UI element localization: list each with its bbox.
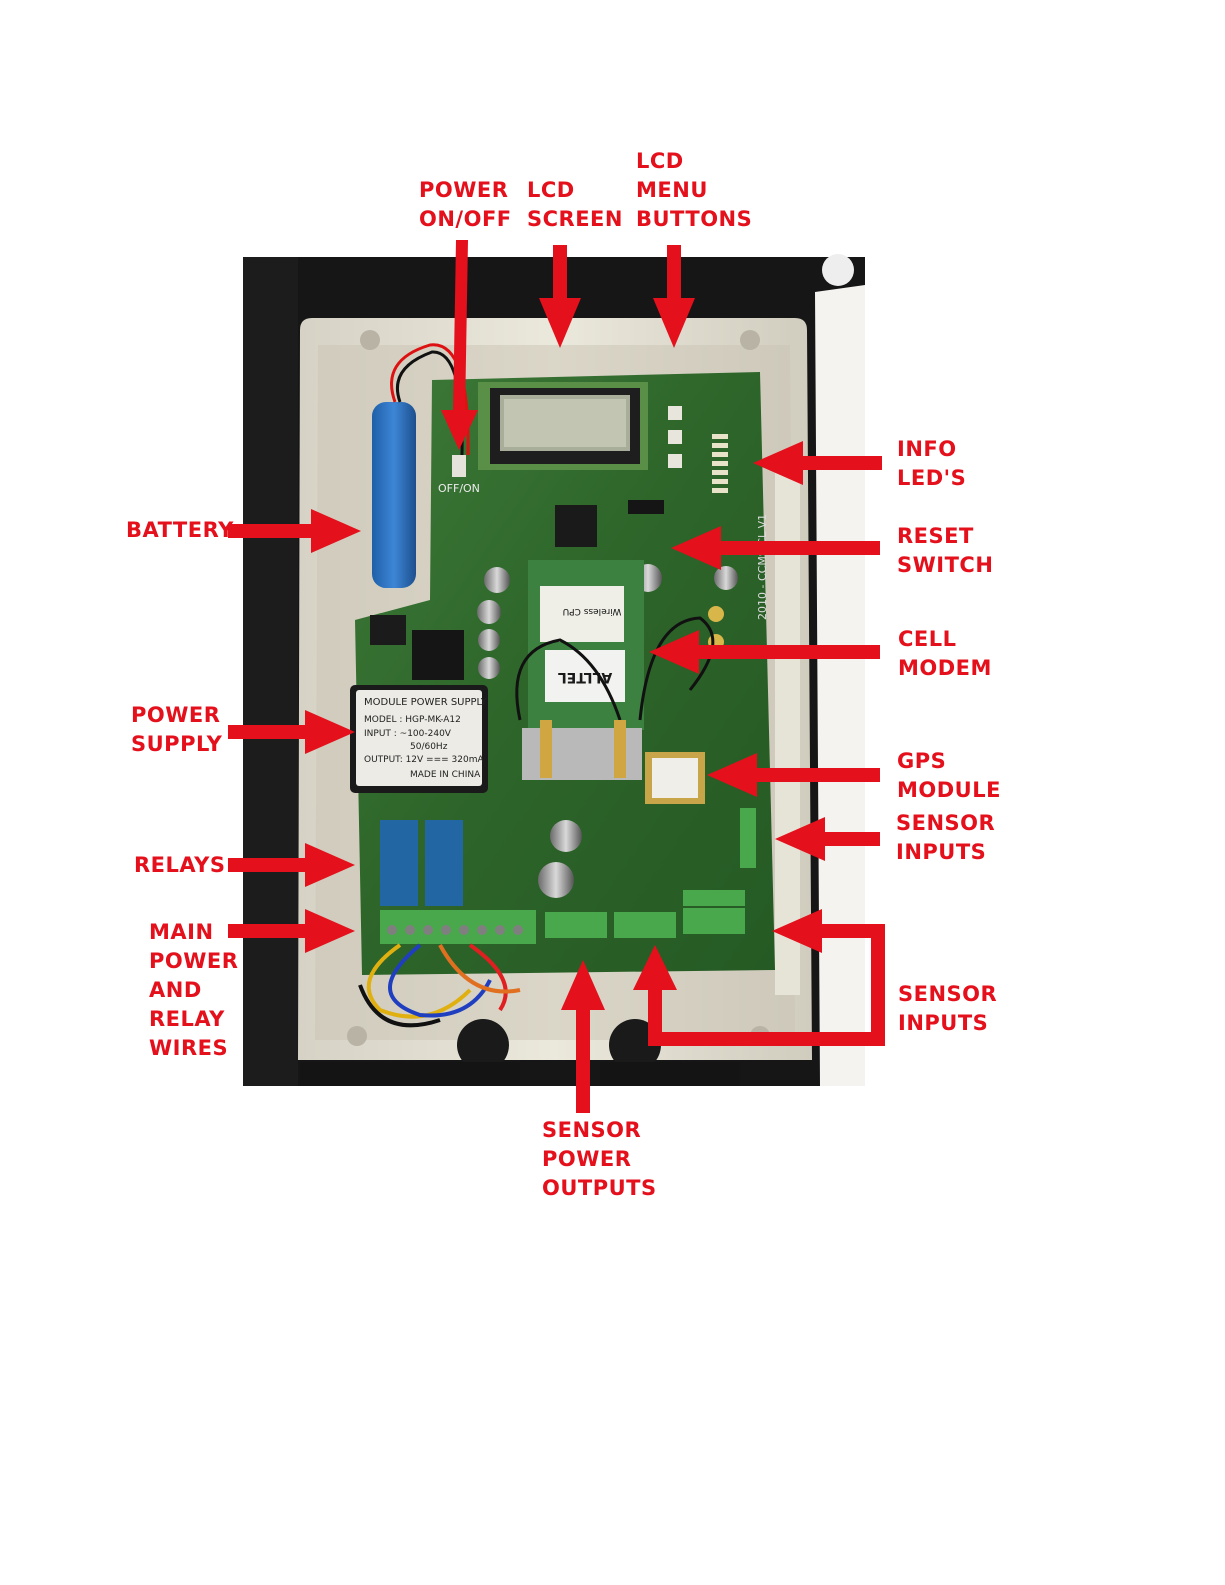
label-sensor-power-outputs: SENSOR POWER OUTPUTS — [542, 1118, 657, 1200]
label-lcd-menu-buttons: LCD MENU BUTTONS — [636, 149, 753, 231]
label-main-power-relay-wires: MAIN POWER AND RELAY WIRES — [149, 920, 239, 1060]
lcd-menu-buttons — [668, 406, 682, 468]
power-supply-module: MODULE POWER SUPPLY MODEL : HGP-MK-A12 I… — [350, 685, 490, 793]
arrow-sensor-power-outputs — [561, 960, 605, 1113]
ps-line-4: 50/60Hz — [410, 742, 448, 752]
label-sensor-inputs-right: SENSOR INPUTS — [896, 811, 996, 864]
arrow-gps-module — [707, 753, 880, 797]
arrow-main-power-relay-wires — [228, 909, 355, 953]
arrow-lcd-menu-buttons — [653, 245, 695, 348]
label-lcd-screen: LCD SCREEN — [527, 178, 623, 231]
arrow-battery — [228, 509, 361, 553]
svg-text:MODULE POWER SUPPLY MO: MODULE POWER SUPPLY MODEL : HGP-MK-A12 I… — [364, 697, 490, 780]
arrow-sensor-inputs-bottom — [633, 909, 885, 1046]
arrow-power-supply — [228, 710, 355, 754]
label-relays: RELAYS — [134, 853, 226, 877]
mount-hole — [822, 254, 854, 286]
arrow-power-on-off — [441, 240, 478, 450]
relays — [380, 820, 463, 906]
ps-line-2: MODEL : HGP-MK-A12 — [364, 715, 461, 725]
chip — [412, 630, 464, 680]
arrow-cell-modem — [649, 630, 880, 674]
board-text: 2010 - CCMS CL V1 — [756, 514, 769, 620]
ps-line-3: INPUT : ~100-240V — [364, 729, 452, 739]
sensor-input-terminal — [683, 908, 745, 934]
ps-line-5: OUTPUT: 12V === 320mA — [364, 755, 484, 765]
label-info-leds: INFO LED'S — [897, 437, 967, 490]
label-power-supply: POWER SUPPLY — [131, 703, 223, 756]
cable-gland — [457, 1019, 509, 1071]
arrow-lcd-screen — [539, 245, 581, 348]
lcd-screen-module — [478, 382, 648, 470]
modem-text: Wireless CPU — [563, 606, 622, 616]
label-gps-module: GPS MODULE — [897, 749, 1001, 802]
gps-module — [645, 752, 705, 804]
ps-line-1: MODULE POWER SUPPLY — [364, 697, 488, 708]
switch-text: OFF/ON — [438, 482, 480, 495]
wires — [358, 943, 521, 1028]
sensor-power-terminal — [545, 912, 607, 938]
label-sensor-inputs-bottom: SENSOR INPUTS — [898, 982, 998, 1035]
ps-line-6: MADE IN CHINA — [410, 770, 481, 780]
arrow-relays — [228, 843, 355, 887]
device-photo: OFF/ON Wireless CPU ALLTEL — [243, 254, 865, 1086]
label-cell-modem: CELL MODEM — [898, 627, 992, 680]
info-leds — [712, 434, 728, 493]
label-power-on-off: POWER ON/OFF — [419, 178, 512, 231]
sensor-input-terminal — [614, 912, 676, 938]
label-reset-switch: RESET SWITCH — [897, 524, 994, 577]
main-terminal-block — [380, 910, 536, 944]
power-switch — [452, 455, 466, 477]
label-battery: BATTERY — [126, 518, 234, 542]
annotation-arrows — [228, 240, 885, 1113]
cell-modem: Wireless CPU ALLTEL — [515, 560, 715, 730]
sensor-input-header — [740, 808, 756, 868]
cpu-chip — [555, 505, 597, 547]
arrow-reset-switch — [671, 526, 880, 570]
arrow-info-leds — [753, 441, 882, 485]
arrow-sensor-inputs-right — [775, 817, 880, 861]
